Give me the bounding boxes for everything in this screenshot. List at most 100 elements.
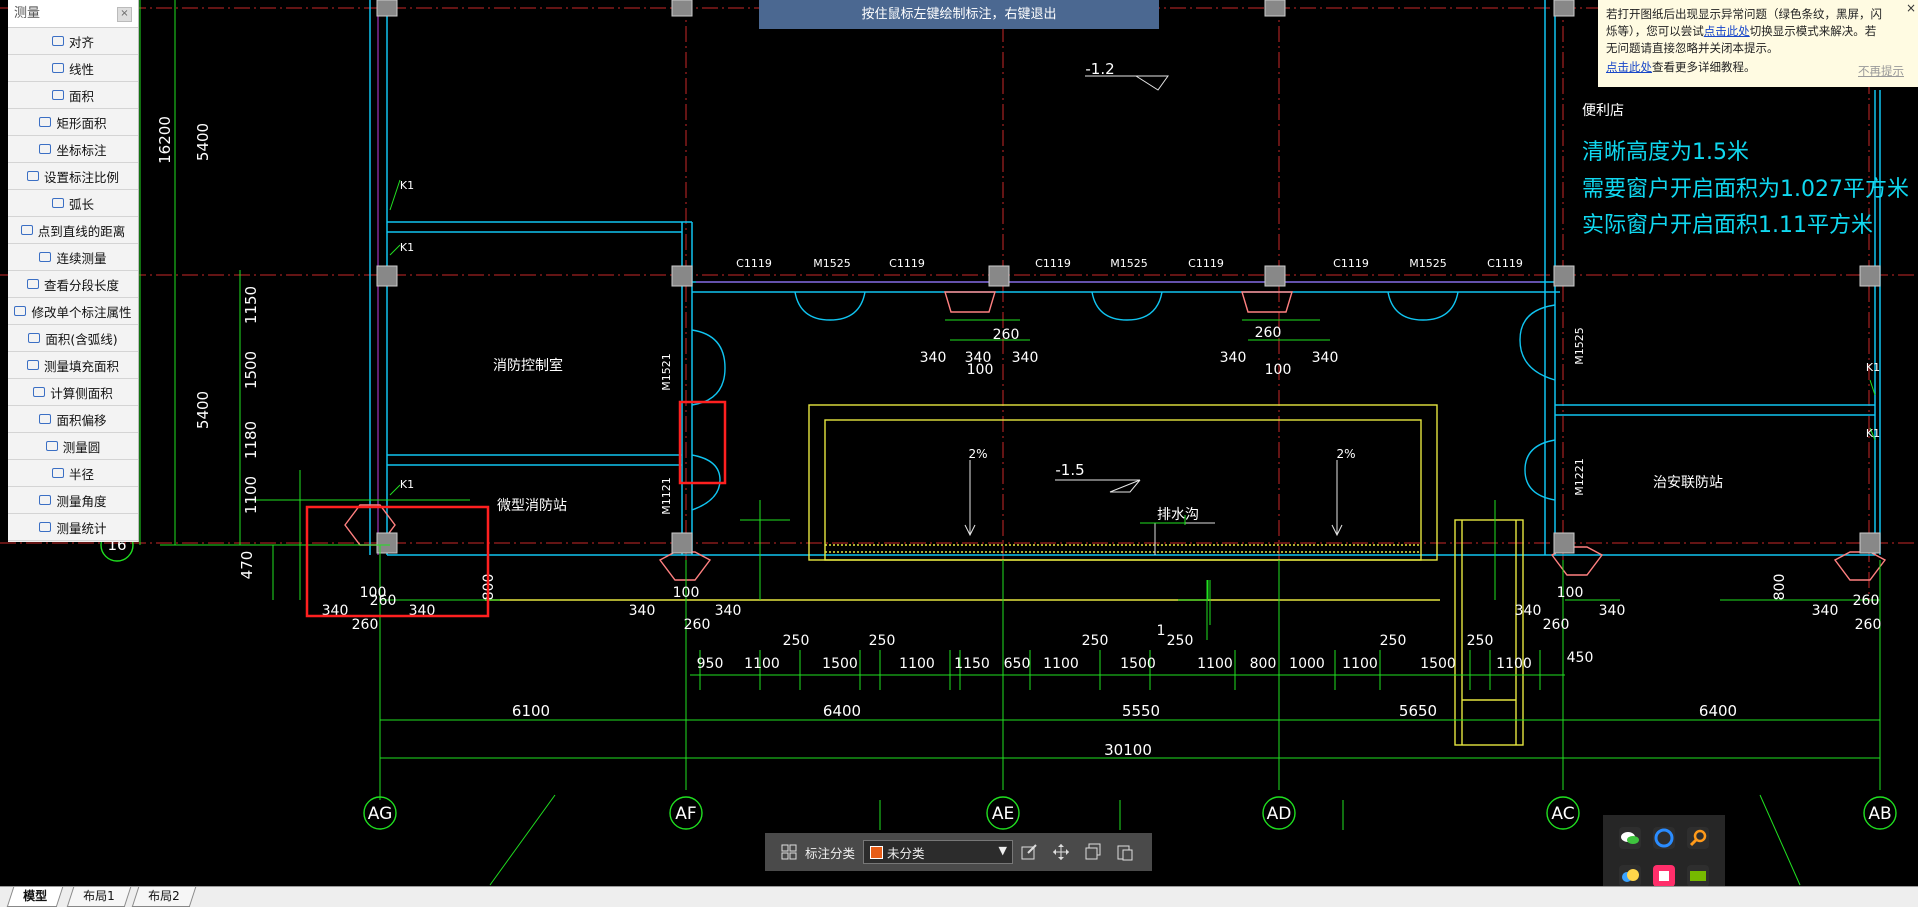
slope-mark: 2% — [968, 447, 987, 461]
left-dim: 1100 — [242, 476, 260, 514]
col-dim: 340 — [629, 603, 656, 619]
trench-label: 排水沟 — [1157, 507, 1199, 523]
hint-text: 按住鼠标左键绘制标注，右键退出 — [861, 7, 1057, 22]
k-tag: K1 — [400, 478, 414, 491]
move-icon[interactable] — [1050, 841, 1072, 863]
measure-segment[interactable]: 查看分段长度 — [8, 271, 138, 298]
detail-dim: 1100 — [1496, 656, 1532, 672]
k-tag: K1 — [400, 179, 414, 192]
area-offset-icon — [39, 414, 52, 424]
measure-continuous[interactable]: 连续测量 — [8, 244, 138, 271]
annotation-note: 清晰高度为1.5米 — [1582, 140, 1749, 165]
detail-dim: 250 — [869, 633, 896, 649]
edit-icon[interactable] — [1018, 841, 1040, 863]
measure-radius[interactable]: 半径 — [8, 460, 138, 487]
col-dim: 260 — [1543, 617, 1570, 633]
measure-circle[interactable]: 测量圆 — [8, 433, 138, 460]
notice-text: 若打开图纸后出现显示异常问题（绿色条纹，黑屏，闪 — [1606, 7, 1882, 21]
col-dim: 340 — [1812, 603, 1839, 619]
measure-area[interactable]: 面积 — [8, 82, 138, 109]
col-dim: 340 — [1312, 350, 1339, 366]
measure-arc[interactable]: 弧长 — [8, 190, 138, 217]
detail-dim: 250 — [1167, 633, 1194, 649]
axis-label: AF — [675, 804, 696, 824]
app-icon[interactable] — [1653, 865, 1675, 887]
door-tag: M1221 — [1573, 458, 1586, 496]
point-line-icon — [20, 225, 33, 235]
span-dim: 5650 — [1399, 702, 1437, 720]
door-tag: M1525 — [1573, 327, 1586, 365]
col-dim: 800 — [1772, 574, 1788, 601]
measure-scale[interactable]: 设置标注比例 — [8, 163, 138, 190]
tab-layout1[interactable]: 布局1 — [66, 887, 131, 907]
col-dim: 100 — [360, 585, 387, 601]
door-tag: M1121 — [660, 477, 673, 515]
copy-icon[interactable] — [1082, 841, 1104, 863]
col-dim: 100 — [1557, 585, 1584, 601]
paste-icon[interactable] — [1114, 841, 1136, 863]
measure-point-line[interactable]: 点到直线的距离 — [8, 217, 138, 244]
item-label: 测量角度 — [56, 493, 107, 509]
measure-side-area[interactable]: 计算侧面积 — [8, 379, 138, 406]
statistics-icon — [39, 522, 52, 532]
col-dim: 260 — [370, 593, 397, 609]
col-dim: 260 — [993, 327, 1020, 343]
measure-statistics[interactable]: 测量统计 — [8, 514, 138, 541]
item-label: 计算侧面积 — [50, 385, 113, 401]
measure-linear[interactable]: 线性 — [8, 55, 138, 82]
chevron-down-icon: ▼ — [998, 844, 1008, 857]
axis-label: AC — [1551, 804, 1574, 824]
category-select[interactable]: 未分类 ▼ — [863, 840, 1014, 864]
measure-area-arc[interactable]: 面积(含弧线) — [8, 325, 138, 352]
tab-model[interactable]: 模型 — [6, 887, 64, 907]
item-label: 对齐 — [68, 34, 94, 50]
measure-angle[interactable]: 测量角度 — [8, 487, 138, 514]
segment-icon — [26, 279, 39, 289]
item-label: 查看分段长度 — [43, 277, 119, 293]
measure-align[interactable]: 对齐 — [8, 28, 138, 55]
tutorial-link[interactable]: 点击此处 — [1606, 60, 1652, 74]
detail-dim: 1100 — [744, 656, 780, 672]
measure-coordinate[interactable]: 坐标标注 — [8, 136, 138, 163]
measure-fill-area[interactable]: 测量填充面积 — [8, 352, 138, 379]
measure-area-offset[interactable]: 面积偏移 — [8, 406, 138, 433]
room-label: 便利店 — [1582, 103, 1624, 119]
wechat-icon[interactable] — [1619, 827, 1641, 849]
search-icon[interactable] — [1687, 827, 1709, 849]
col-dim: 260 — [352, 617, 379, 633]
nvidia-icon[interactable] — [1687, 865, 1709, 887]
measure-rect-area[interactable]: 矩形面积 — [8, 109, 138, 136]
item-label: 面积偏移 — [56, 412, 107, 428]
col-dim: 260 — [1855, 617, 1882, 633]
window-tag: M1525 — [813, 257, 851, 270]
highlight-box — [305, 505, 490, 618]
tab-layout2[interactable]: 布局2 — [131, 887, 196, 907]
item-label: 面积(含弧线) — [45, 331, 118, 347]
browser-icon[interactable] — [1653, 827, 1675, 849]
col-dim: 340 — [1220, 350, 1247, 366]
layout-tabs: 模型 布局1 布局2 — [0, 886, 1918, 907]
detail-dim: 1100 — [1197, 656, 1233, 672]
detail-dim: 1500 — [822, 656, 858, 672]
switch-mode-link[interactable]: 点击此处 — [1703, 24, 1750, 38]
item-label: 修改单个标注属性 — [31, 304, 132, 320]
detail-dim: 650 — [1004, 656, 1031, 672]
grid-icon[interactable] — [778, 841, 800, 863]
cloud-icon[interactable] — [1619, 865, 1641, 887]
annotation-toolbar: 标注分类 未分类 ▼ — [765, 833, 1152, 871]
item-label: 坐标标注 — [56, 142, 107, 158]
col-dim: 340 — [715, 603, 742, 619]
measure-edit-attr[interactable]: 修改单个标注属性 — [8, 298, 138, 325]
annotation-note: 实际窗户开启面积1.11平方米 — [1582, 213, 1873, 238]
level-mark: -1.2 — [1085, 60, 1114, 78]
notice-close-icon[interactable]: × — [1905, 1, 1916, 15]
dont-show-again-link[interactable]: 不再提示 — [1858, 64, 1904, 78]
left-dim: 1500 — [242, 351, 260, 389]
measure-panel: 测量 × 对齐 线性 面积 矩形面积 坐标标注 设置标注比例 弧长 点到直线的距… — [8, 0, 139, 542]
detail-dim: 1150 — [954, 656, 990, 672]
col-dim: 340 — [1515, 603, 1542, 619]
linear-icon — [51, 63, 64, 73]
left-dim: 1150 — [242, 286, 260, 324]
close-icon[interactable]: × — [117, 7, 132, 22]
